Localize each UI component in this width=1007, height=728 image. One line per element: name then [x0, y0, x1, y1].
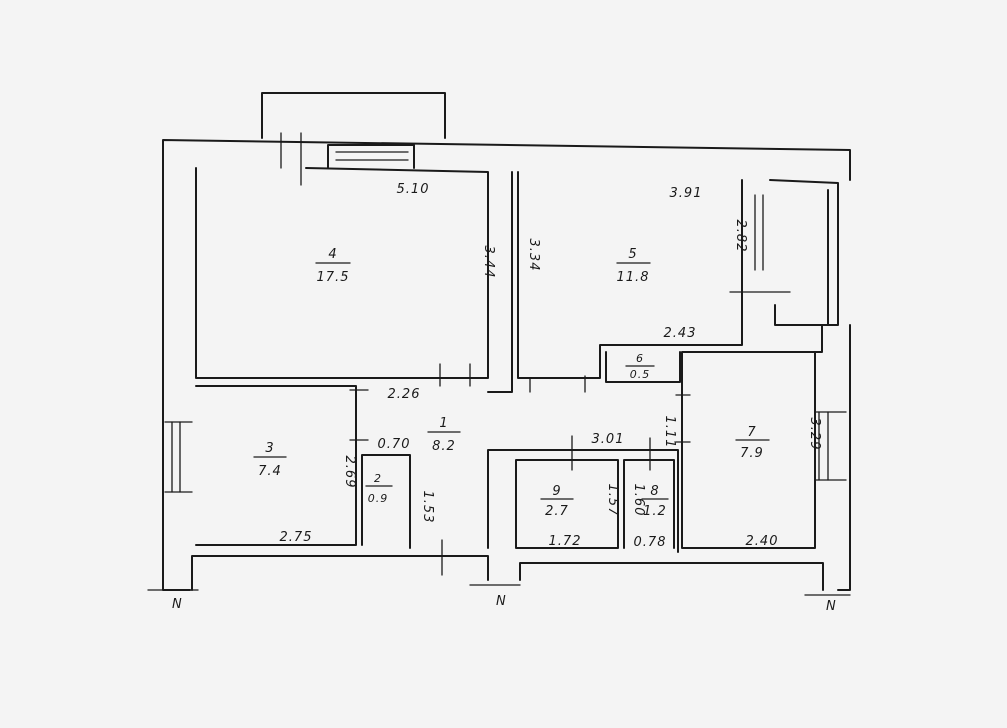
room-7-area: 7.9 [740, 446, 764, 461]
vertical-dimensions: 3.44 3.34 2.82 1.11 3.29 2.69 1.53 1.57 … [342, 220, 822, 524]
dim-hall-top: 2.26 [388, 387, 421, 402]
room-6-area: 0.5 [630, 368, 651, 381]
room-1-number: 1 [439, 416, 448, 431]
room-5-walls [487, 171, 791, 393]
dim-r3-height: 2.69 [342, 456, 357, 489]
entry-label-3: N [826, 599, 837, 614]
horizontal-dimensions: 5.10 3.91 2.43 2.26 0.70 3.01 2.75 1.72 … [280, 182, 779, 550]
room-9-area: 2.7 [545, 504, 569, 519]
room-7-number: 7 [747, 425, 756, 440]
dim-r7-height: 3.29 [807, 418, 822, 451]
room-7-walls [681, 351, 847, 549]
room-3-walls [164, 385, 357, 546]
balcony-top [261, 92, 446, 139]
entry-label-1: N [172, 597, 183, 612]
entry-mark-3: N [804, 594, 851, 614]
room-7-label: 7 7.9 [735, 425, 770, 461]
room-2-walls [361, 454, 411, 549]
dim-r5-right: 2.82 [733, 220, 748, 253]
room-1-area: 8.2 [432, 439, 456, 454]
dim-r4-width: 5.10 [397, 182, 430, 197]
dim-r8-width: 0.78 [634, 535, 667, 550]
dim-r9-width: 1.72 [549, 534, 582, 549]
room-8-label: 8 1.2 [641, 484, 669, 519]
room-4-label: 4 17.5 [315, 247, 351, 285]
room-2-area: 0.9 [368, 492, 389, 505]
dim-r9-height: 1.57 [605, 484, 620, 517]
outer-walls [162, 139, 851, 591]
dim-r5-width: 3.91 [670, 186, 703, 201]
room-5-number: 5 [628, 247, 637, 262]
room-9-8-walls [487, 449, 679, 553]
room-1-label: 1 8.2 [427, 416, 461, 454]
entry-mark-1: N [147, 589, 199, 612]
room-5-label: 5 11.8 [616, 247, 651, 285]
room-6-label: 6 0.5 [625, 352, 655, 381]
entry-label-2: N [496, 594, 507, 609]
dim-hall-inner: 0.70 [378, 437, 411, 452]
balcony-right [769, 179, 839, 326]
dim-r3-width: 2.75 [280, 530, 313, 545]
room-4-area: 17.5 [317, 270, 350, 285]
dim-r2-height: 1.53 [420, 491, 435, 524]
dim-r4-height: 3.44 [481, 246, 496, 279]
room-3-label: 3 7.4 [253, 441, 287, 479]
room-4-number: 4 [328, 247, 337, 262]
room-9-label: 9 2.7 [540, 484, 574, 519]
dim-r8-height: 1.60 [631, 484, 646, 517]
dim-r9-top: 3.01 [592, 432, 625, 447]
dim-r5-bottom: 2.43 [664, 326, 697, 341]
room-6-walls [605, 351, 681, 383]
room-6-number: 6 [636, 352, 644, 365]
dim-r7-width: 2.40 [746, 534, 779, 549]
room-4-walls [195, 132, 489, 379]
dim-r6-side: 1.11 [662, 416, 677, 449]
room-3-number: 3 [265, 441, 274, 456]
dim-r5-height: 3.34 [526, 239, 541, 272]
room-5-area: 11.8 [617, 270, 650, 285]
entry-mark-2: N [469, 584, 521, 609]
room-8-area: 1.2 [643, 504, 667, 519]
room-9-number: 9 [552, 484, 561, 499]
room-2-label: 2 0.9 [365, 472, 393, 505]
room-3-area: 7.4 [258, 464, 282, 479]
room-2-number: 2 [374, 472, 382, 485]
door-marks [349, 363, 691, 576]
room-8-number: 8 [650, 484, 659, 499]
